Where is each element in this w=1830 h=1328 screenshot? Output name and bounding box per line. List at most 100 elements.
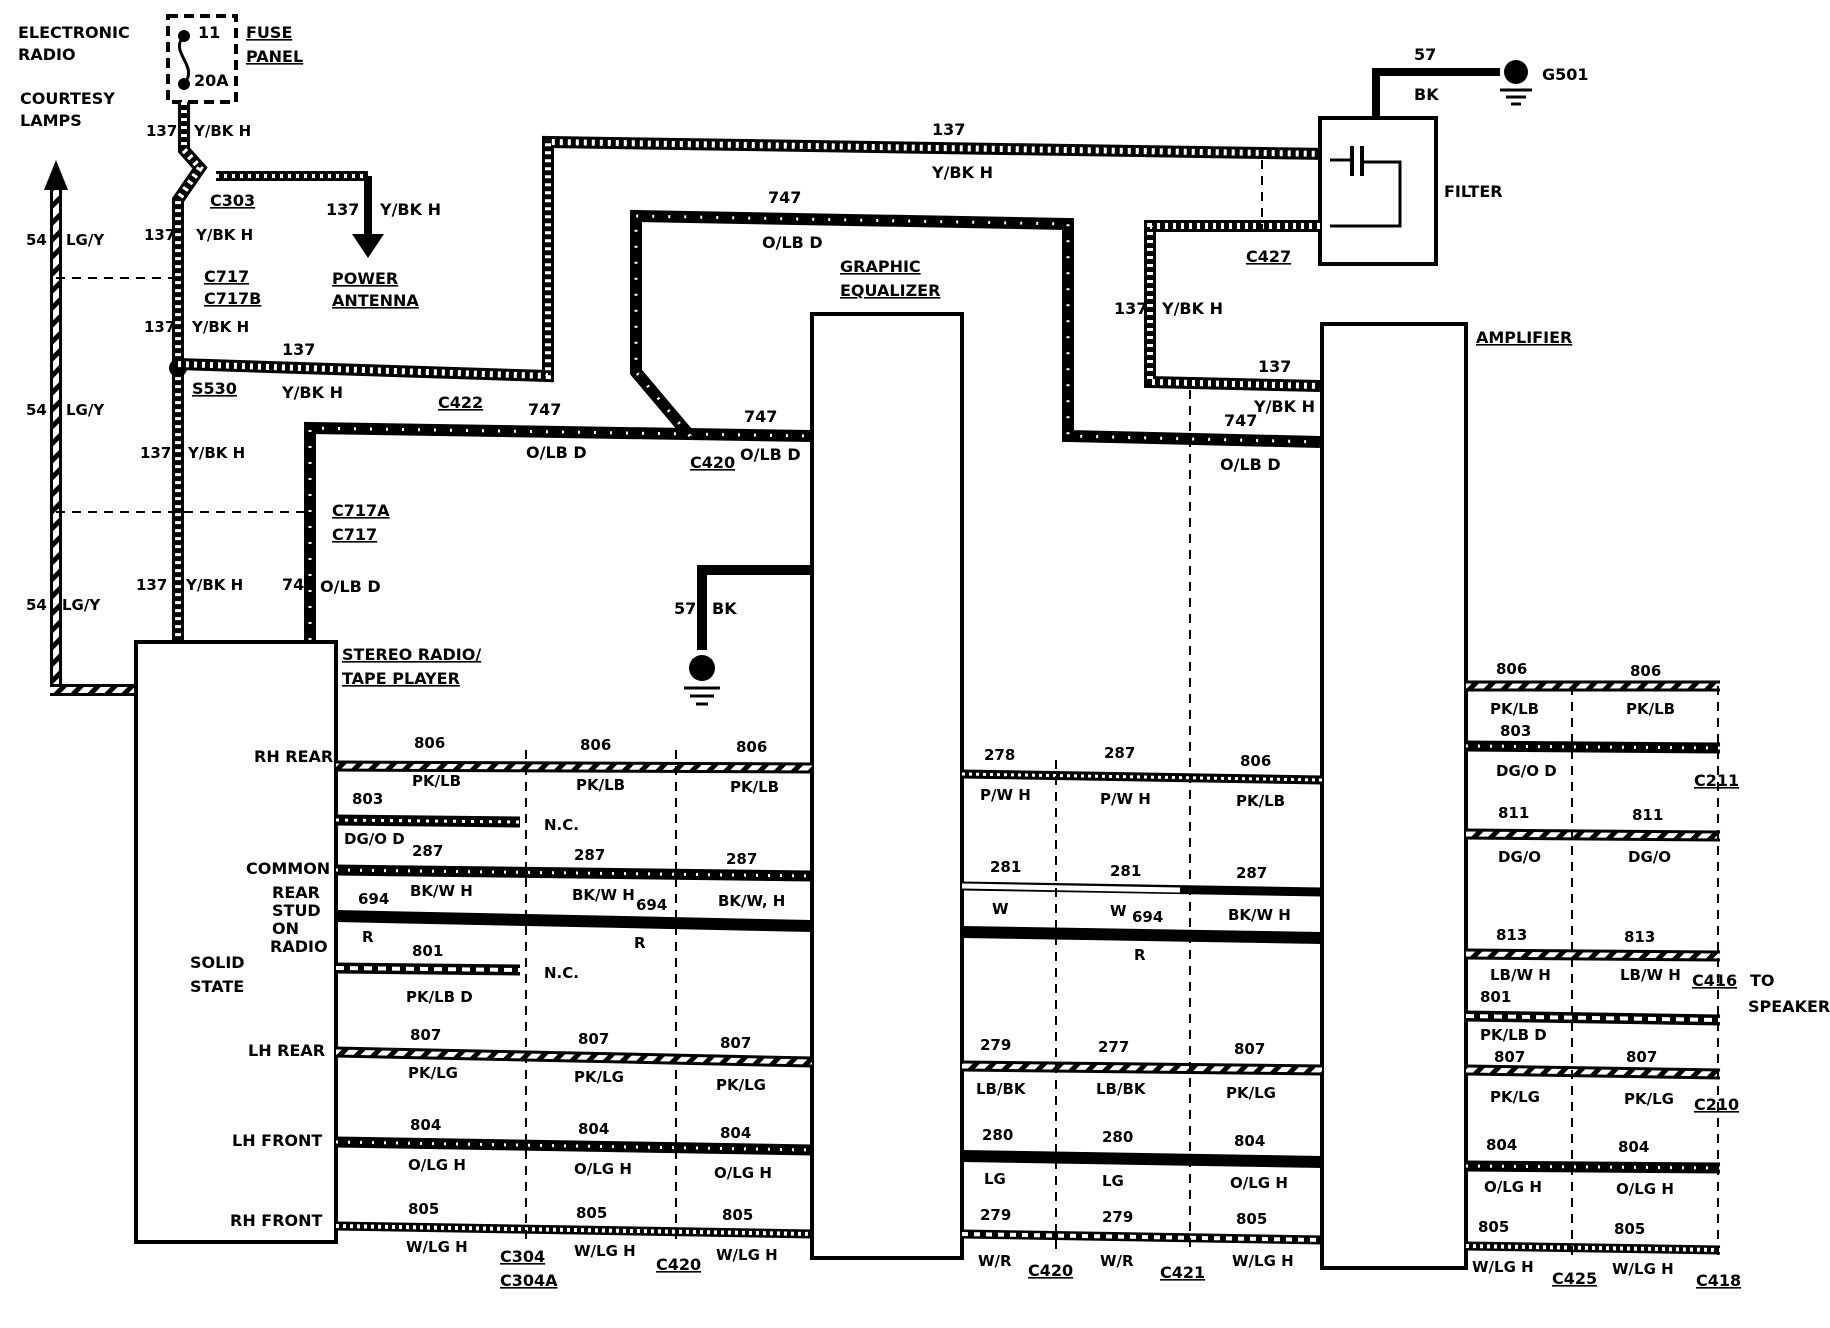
svg-text:C422: C422 [438, 393, 483, 412]
svg-text:C427: C427 [1246, 247, 1291, 266]
svg-text:287: 287 [1236, 864, 1267, 882]
svg-text:805: 805 [1614, 1220, 1645, 1238]
svg-text:805: 805 [722, 1206, 753, 1224]
svg-text:SOLID: SOLID [190, 953, 245, 972]
svg-text:C304: C304 [500, 1247, 545, 1266]
svg-text:20A: 20A [194, 71, 229, 90]
svg-text:O/LG H: O/LG H [408, 1156, 466, 1174]
svg-text:PK/LG: PK/LG [1624, 1090, 1674, 1108]
svg-text:O/LB D: O/LB D [320, 577, 381, 596]
svg-text:G501: G501 [1542, 65, 1589, 84]
svg-text:PK/LB: PK/LB [576, 776, 625, 794]
svg-text:807: 807 [1626, 1048, 1657, 1066]
svg-text:STUD: STUD [272, 901, 321, 920]
wire-137-vertical [169, 102, 208, 640]
svg-text:Y/BK H: Y/BK H [191, 318, 249, 336]
svg-text:P/W H: P/W H [1100, 790, 1151, 808]
svg-text:804: 804 [720, 1124, 751, 1142]
svg-text:O/LG H: O/LG H [1484, 1178, 1542, 1196]
svg-text:W/LG H: W/LG H [406, 1238, 468, 1256]
svg-text:54: 54 [26, 596, 47, 614]
svg-text:N.C.: N.C. [544, 964, 579, 982]
svg-text:694: 694 [636, 896, 667, 914]
svg-text:137: 137 [144, 226, 175, 244]
svg-text:BK/W, H: BK/W, H [718, 892, 785, 910]
svg-text:P/W H: P/W H [980, 786, 1031, 804]
svg-text:279: 279 [980, 1206, 1011, 1224]
svg-text:Y/BK H: Y/BK H [1161, 299, 1223, 318]
svg-text:801: 801 [412, 942, 443, 960]
svg-text:W/LG H: W/LG H [1612, 1260, 1674, 1278]
svg-text:280: 280 [982, 1126, 1013, 1144]
down-arrow-icon [352, 234, 384, 258]
svg-text:281: 281 [990, 858, 1021, 876]
svg-text:LB/W H: LB/W H [1490, 966, 1551, 984]
svg-text:LG/Y: LG/Y [62, 596, 101, 614]
filter-box: FILTER 57 BK G501 [1318, 45, 1589, 266]
svg-text:BK: BK [1414, 85, 1439, 104]
svg-text:LG/Y: LG/Y [66, 401, 105, 419]
svg-text:137: 137 [1258, 357, 1291, 376]
svg-text:804: 804 [1234, 1132, 1265, 1150]
svg-text:804: 804 [578, 1120, 609, 1138]
svg-text:137: 137 [1114, 299, 1147, 318]
svg-text:POWER: POWER [332, 269, 398, 288]
svg-text:811: 811 [1498, 804, 1529, 822]
svg-text:ON: ON [272, 919, 299, 938]
svg-text:TAPE PLAYER: TAPE PLAYER [342, 669, 460, 688]
svg-text:Y/BK H: Y/BK H [931, 163, 993, 182]
svg-text:DG/O D: DG/O D [1496, 762, 1557, 780]
svg-text:811: 811 [1632, 806, 1663, 824]
svg-text:Y/BK H: Y/BK H [379, 200, 441, 219]
svg-text:805: 805 [1478, 1218, 1509, 1236]
svg-text:807: 807 [1494, 1048, 1525, 1066]
svg-text:137: 137 [146, 122, 177, 140]
courtesy-lamps-label: COURTESY LAMPS [20, 89, 115, 130]
svg-text:C303: C303 [210, 191, 255, 210]
svg-text:Y/BK H: Y/BK H [1253, 397, 1315, 416]
svg-text:137: 137 [140, 444, 171, 462]
svg-text:801: 801 [1480, 988, 1511, 1006]
svg-text:W/LG H: W/LG H [1232, 1252, 1294, 1270]
svg-text:EQUALIZER: EQUALIZER [840, 281, 940, 300]
ground-icon [689, 655, 715, 681]
fuse-panel: 11 20A FUSE PANEL [166, 14, 303, 104]
svg-text:Y/BK H: Y/BK H [195, 226, 253, 244]
svg-text:R: R [362, 928, 374, 946]
svg-text:C420: C420 [690, 453, 735, 472]
svg-text:Y/BK H: Y/BK H [193, 122, 251, 140]
svg-text:807: 807 [578, 1030, 609, 1048]
svg-text:277: 277 [1098, 1038, 1129, 1056]
svg-text:806: 806 [736, 738, 767, 756]
svg-text:ELECTRONIC: ELECTRONIC [18, 23, 130, 42]
svg-text:PK/LB: PK/LB [412, 772, 461, 790]
svg-text:807: 807 [1234, 1040, 1265, 1058]
svg-text:287: 287 [412, 842, 443, 860]
amp-speaker-connectors: C211 C416 TO SPEAKERS C210 C425 C418 [1552, 771, 1830, 1290]
svg-text:TO: TO [1750, 971, 1775, 990]
svg-text:RADIO: RADIO [18, 45, 76, 64]
svg-text:694: 694 [358, 890, 389, 908]
svg-text:N.C.: N.C. [544, 816, 579, 834]
svg-text:W: W [1110, 902, 1127, 920]
svg-text:747: 747 [1224, 411, 1257, 430]
svg-text:PK/LG: PK/LG [574, 1068, 624, 1086]
svg-text:RH FRONT: RH FRONT [230, 1211, 323, 1230]
svg-text:C210: C210 [1694, 1095, 1739, 1114]
svg-text:57: 57 [1414, 45, 1436, 64]
radio-eq-wires [335, 750, 813, 1244]
svg-text:PANEL: PANEL [246, 47, 303, 66]
svg-text:PK/LB: PK/LB [1626, 700, 1675, 718]
c717-connector: C717 C717B C717A C717 [56, 267, 390, 544]
svg-text:PK/LB: PK/LB [730, 778, 779, 796]
svg-text:137: 137 [326, 200, 359, 219]
svg-text:ANTENNA: ANTENNA [332, 291, 419, 310]
svg-text:PK/LG: PK/LG [1490, 1088, 1540, 1106]
svg-text:Y/BK H: Y/BK H [185, 576, 243, 594]
svg-text:GRAPHIC: GRAPHIC [840, 257, 921, 276]
svg-text:137: 137 [136, 576, 167, 594]
